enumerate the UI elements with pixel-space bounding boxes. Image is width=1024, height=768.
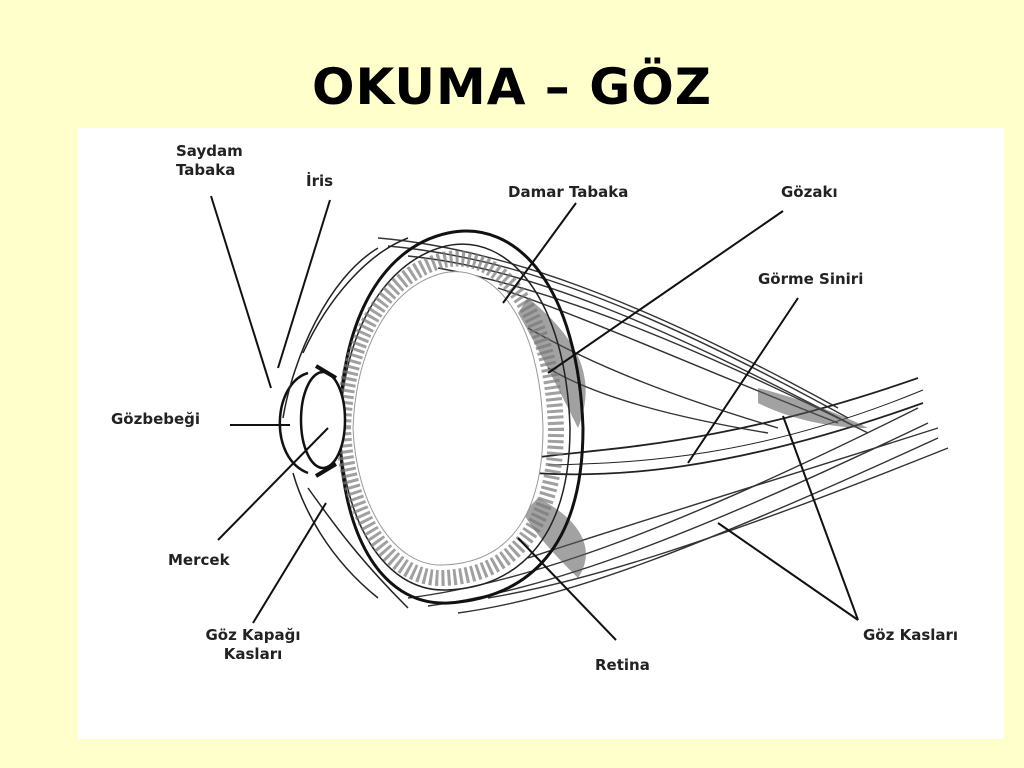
label-sclera: Gözakı [781,183,838,201]
label-iris: İris [306,172,334,190]
label-pupil: Gözbebeği [111,410,201,428]
lens-drawing [299,370,347,470]
label-choroid: Damar Tabaka [508,183,629,201]
label-eyelid-muscles-line2: Kasları [223,645,283,663]
vitreous-body [352,271,544,566]
eye-anatomy-drawing [210,195,949,641]
leader-lines [210,195,859,641]
label-eyelid-muscles: Göz Kapağı Kasları [193,626,313,664]
label-eye-muscles: Göz Kasları [863,626,959,644]
eye-diagram: Saydam Tabaka İris Damar Tabaka Gözakı G… [78,128,1004,739]
cornea-drawing [278,371,309,475]
iris-drawing [314,364,338,478]
choroid-outline [339,243,571,591]
label-cornea: Saydam Tabaka [176,142,243,180]
label-optic-nerve: Görme Siniri [758,270,864,288]
label-cornea-line1: Saydam [176,142,243,160]
label-cornea-line2: Tabaka [176,161,236,179]
label-eyelid-muscles-line1: Göz Kapağı [205,626,301,644]
label-retina: Retina [595,656,650,674]
label-lens: Mercek [168,551,230,569]
slide-title: OKUMA – GÖZ [311,58,713,116]
eyelid-muscles-drawing [282,237,409,609]
sclera-outline [338,229,585,605]
